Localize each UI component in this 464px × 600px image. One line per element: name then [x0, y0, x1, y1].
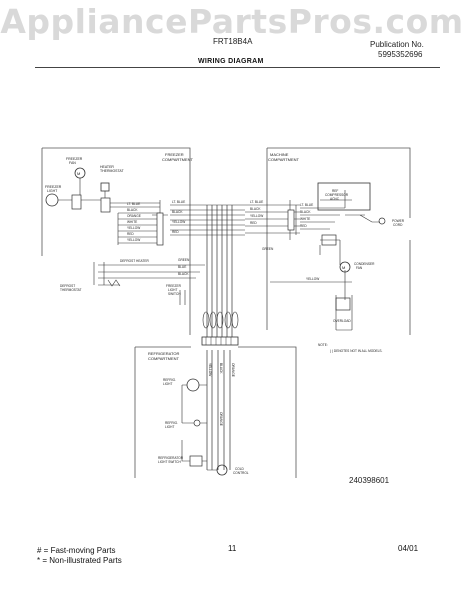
heater-thermostat-symbol: HEATER THERMOSTAT	[100, 165, 124, 192]
refrigerator-light-symbol: REFRIG. LIGHT	[163, 378, 200, 392]
machine-connector	[287, 209, 295, 231]
defrost-circuit	[93, 262, 205, 305]
condenser-fan-symbol: M CONDENSER FAN	[339, 261, 375, 273]
compressor-box: REF COMPRESSOR ACNC	[317, 182, 371, 211]
machine-harness	[245, 190, 380, 331]
svg-text:SWITCH: SWITCH	[168, 292, 181, 296]
svg-text:YELLOW: YELLOW	[306, 277, 319, 281]
svg-text:ORANGE: ORANGE	[219, 412, 223, 426]
svg-text:LIGHT SWITCH: LIGHT SWITCH	[158, 460, 181, 464]
svg-text:REF: REF	[332, 189, 338, 193]
freezer-light-switch-label: FREEZER	[166, 284, 182, 288]
svg-text:FREEZER: FREEZER	[45, 185, 62, 189]
note-prefix: NOTE:	[318, 343, 328, 347]
svg-text:POWER: POWER	[392, 219, 405, 223]
svg-text:RED: RED	[172, 230, 179, 234]
svg-text:LT. BLUE: LT. BLUE	[250, 200, 263, 204]
svg-text:BLACK: BLACK	[178, 272, 189, 276]
header-rule	[35, 67, 440, 68]
refrigerator-switch-symbol: REFRIG. LIGHT	[165, 419, 201, 429]
defrost-heater-label: DEFROST HEATER	[120, 259, 149, 263]
legend-fast-moving: # = Fast-moving Parts	[37, 546, 116, 555]
svg-text:REFRIG.: REFRIG.	[165, 421, 178, 425]
svg-text:ORANGE: ORANGE	[231, 363, 235, 377]
svg-text:FREEZER: FREEZER	[66, 157, 83, 161]
svg-text:LIGHT: LIGHT	[163, 382, 172, 386]
svg-text:M: M	[77, 171, 80, 176]
svg-text:YELLOW: YELLOW	[250, 214, 263, 218]
note-text: ( ) DENOTES NOT IN ALL MODELS.	[330, 349, 383, 353]
svg-text:COMPRESSOR: COMPRESSOR	[325, 193, 349, 197]
machine-compressor-parts: OVERLOAD	[321, 234, 351, 323]
machine-compartment-label: MACHINE COMPARTMENT	[268, 152, 300, 162]
svg-text:YELLOW: YELLOW	[127, 226, 140, 230]
svg-text:GREEN: GREEN	[262, 247, 274, 251]
svg-text:LT. BLUE: LT. BLUE	[127, 202, 140, 206]
svg-text:ACNC: ACNC	[330, 197, 340, 201]
publication-number: 5995352696	[378, 50, 423, 59]
refrigerator-compartment-label: REFRIGERATOR COMPARTMENT	[148, 351, 181, 361]
svg-text:BLACK: BLACK	[172, 210, 183, 214]
svg-text:CONTROL: CONTROL	[233, 471, 249, 475]
freezer-compartment-label: FREEZER COMPARTMENT	[162, 152, 194, 162]
machine-wire-labels: LT. BLUE BLACK YELLOW RED LT. BLUE BLACK…	[250, 200, 319, 281]
svg-text:BLACK: BLACK	[300, 210, 311, 214]
svg-text:BLUE: BLUE	[178, 265, 186, 269]
power-cord-symbol: POWER CORD	[378, 217, 405, 227]
drawing-number: 240398601	[349, 476, 390, 485]
refrigerator-wire-labels: YELLOW BLACK ORANGE ORANGE	[208, 363, 235, 426]
svg-text:LIGHT: LIGHT	[168, 288, 177, 292]
harness-connectors	[201, 311, 239, 346]
freezer-connector	[156, 212, 164, 246]
svg-text:FAN: FAN	[69, 161, 76, 165]
svg-text:REFRIG.: REFRIG.	[163, 378, 176, 382]
svg-text:LIGHT: LIGHT	[47, 189, 58, 193]
refrigerator-wiring	[181, 384, 217, 471]
cold-control-symbol: COLD CONTROL	[216, 464, 249, 476]
legend-non-illustrated: * = Non-illustrated Parts	[37, 556, 122, 565]
svg-text:HEATER: HEATER	[100, 165, 114, 169]
defrost-thermostat-label: DEFROST	[60, 284, 75, 288]
svg-text:M: M	[342, 265, 345, 270]
page-number: 11	[228, 544, 237, 553]
svg-text:RED: RED	[250, 221, 257, 225]
svg-text:WHITE: WHITE	[127, 220, 137, 224]
compartment-borders	[41, 147, 411, 478]
svg-text:BLACK: BLACK	[250, 207, 261, 211]
svg-text:GREEN: GREEN	[178, 258, 190, 262]
svg-text:LT. BLUE: LT. BLUE	[300, 203, 313, 207]
svg-text:BLACK: BLACK	[219, 363, 223, 374]
diagram-title: WIRING DIAGRAM	[198, 58, 264, 65]
publication-date: 04/01	[398, 544, 419, 553]
svg-text:YELLOW: YELLOW	[208, 363, 212, 376]
svg-text:WHITE: WHITE	[300, 217, 310, 221]
svg-text:BLACK: BLACK	[127, 208, 138, 212]
main-vertical-harness	[206, 205, 233, 470]
svg-text:CORD: CORD	[393, 223, 403, 227]
svg-text:FAN: FAN	[356, 266, 363, 270]
watermark: AppliancePartsPros.com	[0, 2, 464, 41]
svg-text:CONDENSER: CONDENSER	[354, 262, 375, 266]
svg-text:RED: RED	[127, 232, 134, 236]
freezer-fan-symbol: M FREEZER FAN	[66, 157, 86, 179]
svg-text:REFRIGERATOR: REFRIGERATOR	[158, 456, 184, 460]
freezer-light-plug	[71, 194, 111, 213]
publication-label: Publication No.	[370, 40, 424, 49]
svg-text:LIGHT: LIGHT	[165, 425, 174, 429]
freezer-light-symbol: FREEZER LIGHT	[45, 185, 62, 207]
svg-text:YELLOW: YELLOW	[127, 238, 140, 242]
svg-text:RED: RED	[300, 224, 307, 228]
refrigerator-light-switch-symbol: REFRIGERATOR LIGHT SWITCH	[158, 455, 203, 467]
svg-text:YELLOW: YELLOW	[172, 220, 185, 224]
svg-text:THERMOSTAT: THERMOSTAT	[60, 288, 82, 292]
svg-text:LT. BLUE: LT. BLUE	[172, 200, 185, 204]
svg-text:COLD: COLD	[235, 467, 245, 471]
svg-text:THERMOSTAT: THERMOSTAT	[100, 169, 124, 173]
freezer-wire-labels: LT. BLUE BLACK ORANGE WHITE YELLOW RED Y…	[127, 200, 185, 242]
svg-text:ORANGE: ORANGE	[127, 214, 141, 218]
svg-text:OVERLOAD: OVERLOAD	[333, 319, 351, 323]
model-number: FRT18B4A	[213, 37, 253, 46]
